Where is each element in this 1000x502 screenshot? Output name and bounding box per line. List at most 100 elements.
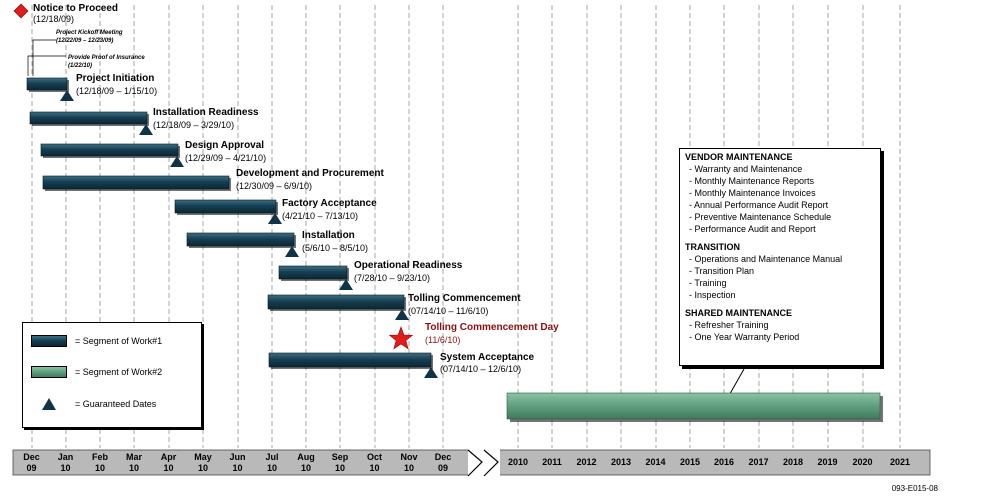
axis-year-label: 2015 [679,457,701,467]
axis-month-name: Oct [366,452,382,462]
task-label-dates: (12/30/09 – 6/9/10) [236,181,313,191]
task-label-title: Design Approval [185,140,265,151]
notice-diamond-icon [13,3,29,19]
milestone-title: Tolling Commencement Day [425,322,559,333]
section-heading: SHARED MAINTENANCE [685,308,793,318]
axis-month-name: Aug [297,452,315,462]
section-item: - Preventive Maintenance Schedule [689,212,832,222]
axis-month-name: Mar [125,452,142,462]
task-label-dates: (12/29/09 – 4/21/10) [185,153,267,163]
task-bar [267,294,405,310]
guarantee-triangle-icon [285,246,299,257]
guarantee-triangle-icon [339,279,353,290]
axis-month-name: Feb [91,452,108,462]
axis-month-year: 10 [128,463,139,473]
insurance-note-date: (1/22/10) [68,63,93,69]
segment2-bar [506,392,881,420]
axis-month-year: 10 [369,463,380,473]
axis-year-label: 2013 [610,457,632,467]
axis-year-label: 2018 [782,457,804,467]
task-label-dates: (4/21/10 – 7/13/10) [282,211,359,221]
axis-month-year: 09 [26,463,37,473]
section-item: - Refresher Training [689,320,769,330]
task-label-title: Development and Procurement [236,168,384,179]
axis-month-name: Dec [434,452,452,462]
time-axis [12,449,931,477]
section-item: - Transition Plan [689,266,755,276]
leader-line [32,39,56,76]
gridlines [27,5,901,448]
axis-year-label: 2014 [645,457,666,467]
section-item: - Inspection [689,290,736,300]
axis-month-year: 10 [403,463,414,473]
axis-month-name: Apr [160,452,177,462]
task-label-dates: (7/28/10 – 9/23/10) [354,273,431,283]
section-item: - Training [689,278,727,288]
axis-month-name: Jan [57,452,74,462]
section-item: - Warranty and Maintenance [689,164,803,174]
insurance-note-title: Provide Proof of Insurance [68,55,145,61]
section-heading: VENDOR MAINTENANCE [685,152,793,162]
axis-year-label: 2021 [889,457,911,467]
task-bar [26,77,68,91]
notice-date: (12/18/09) [33,14,75,24]
task-label-title: Factory Acceptance [282,198,377,209]
axis-month-year: 10 [60,463,71,473]
task-label-title: Installation [302,230,355,241]
vendor-maintenance-box: VENDOR MAINTENANCE - Warranty and Mainte… [679,148,881,366]
axis-year-label: 2011 [542,457,562,467]
axis-year-label: 2012 [576,457,597,467]
axis-month-year: 10 [197,463,208,473]
document-code: 093-E015-08 [891,484,938,493]
axis-month-name: Jul [265,452,279,462]
axis-month-year: 10 [94,463,105,473]
axis-month-name: Nov [400,452,418,462]
task-bar [278,265,348,280]
task-label-title: Project Initiation [76,73,155,84]
section-heading: TRANSITION [685,242,740,252]
axis-year-label: 2010 [507,457,529,467]
task-bar [40,143,179,157]
milestone-star-icon [388,326,414,350]
section-item: - Operations and Maintenance Manual [689,254,843,264]
section-item: - Performance Audit and Report [689,224,816,234]
guarantee-triangle-icon [268,213,282,224]
legend-row-guaranteed: = Guaranteed Dates [31,395,156,413]
section-item: - Annual Performance Audit Report [689,200,829,210]
section-item: - Monthly Maintenance Invoices [689,188,816,198]
guarantee-triangle-icon [31,398,67,410]
guarantee-triangle-icon [60,90,74,101]
milestone-date: (11/6/10) [425,335,461,345]
legend-row-seg2: = Segment of Work#2 [31,363,162,381]
task-label-dates: (07/14/10 – 12/6/10) [440,364,522,374]
axis-month-year: 10 [300,463,311,473]
section-item: - Monthly Maintenance Reports [689,176,815,186]
axis-break-mark [467,449,483,477]
task-bar [42,175,230,190]
section-item: - One Year Warranty Period [689,332,800,342]
axis-month-name: Jun [229,452,246,462]
task-label-title: Installation Readiness [153,107,259,118]
kickoff-note-title: Project Kickoff Meeting [56,30,123,36]
kickoff-note-date: (12/22/09 – 12/23/09) [56,38,114,44]
leader-line [27,55,66,76]
axis-month-name: May [194,452,212,462]
task-label-dates: (12/18/09 – 3/29/10) [153,120,235,130]
axis-year-label: 2020 [852,457,873,467]
axis-month-year: 10 [163,463,174,473]
task-label-dates: (5/6/10 – 8/5/10) [302,243,369,253]
task-label-dates: (07/14/10 – 11/6/10) [408,306,489,316]
notice-title: Notice to Proceed [33,3,119,14]
axis-month-name: Sep [331,452,349,462]
